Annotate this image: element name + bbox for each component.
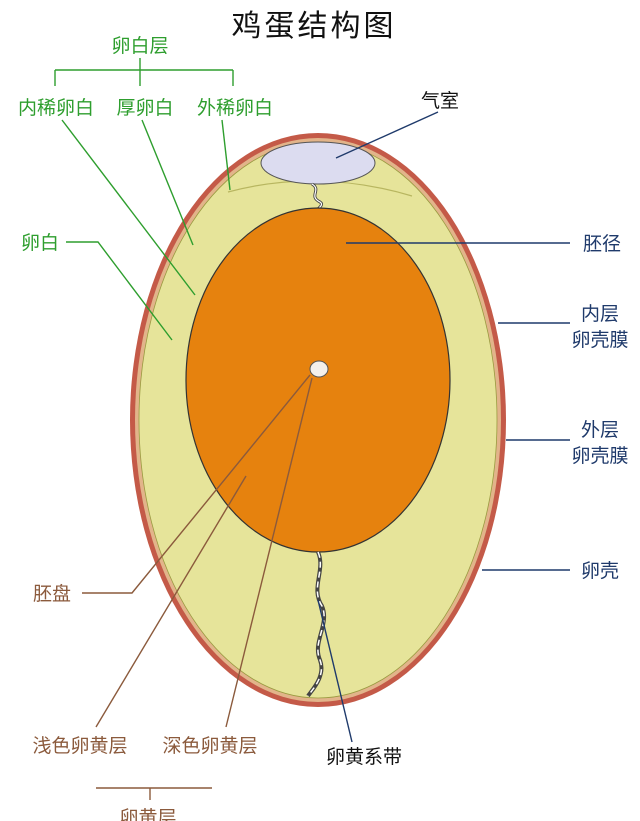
label-outer-membrane-line1: 外层 <box>581 419 619 441</box>
germinal-disc <box>309 360 329 378</box>
egg-white-leaders <box>54 58 234 341</box>
label-germinal-path: 胚径 <box>583 233 621 255</box>
label-egg-white-group: 卵白层 <box>111 35 168 57</box>
label-germinal-disc: 胚盘 <box>33 583 71 605</box>
label-yolk-group: 卵黄层 <box>119 807 176 821</box>
chalaza-lower-highlight <box>307 551 325 697</box>
label-chalaza: 卵黄系带 <box>326 746 402 768</box>
label-air-cell: 气室 <box>421 90 459 112</box>
right-leaders <box>317 111 570 743</box>
diagram-title: 鸡蛋结构图 <box>232 9 397 44</box>
yolk-leaders <box>82 374 313 800</box>
label-inner-membrane-line1: 内层 <box>581 303 619 325</box>
label-outer-membrane-line2: 卵壳膜 <box>571 445 628 467</box>
label-light-yolk: 浅色卵黄层 <box>32 735 127 757</box>
label-inner-thin-white: 内稀卵白 <box>18 97 94 119</box>
label-dark-yolk: 深色卵黄层 <box>162 735 257 757</box>
egg <box>130 133 506 707</box>
label-thick-white: 厚卵白 <box>116 97 173 119</box>
label-shell: 卵壳 <box>581 560 619 582</box>
yolk <box>185 207 451 553</box>
label-inner-membrane-line2: 卵壳膜 <box>571 329 628 351</box>
label-egg-white: 卵白 <box>21 232 59 254</box>
label-outer-thin-white: 外稀卵白 <box>197 97 273 119</box>
